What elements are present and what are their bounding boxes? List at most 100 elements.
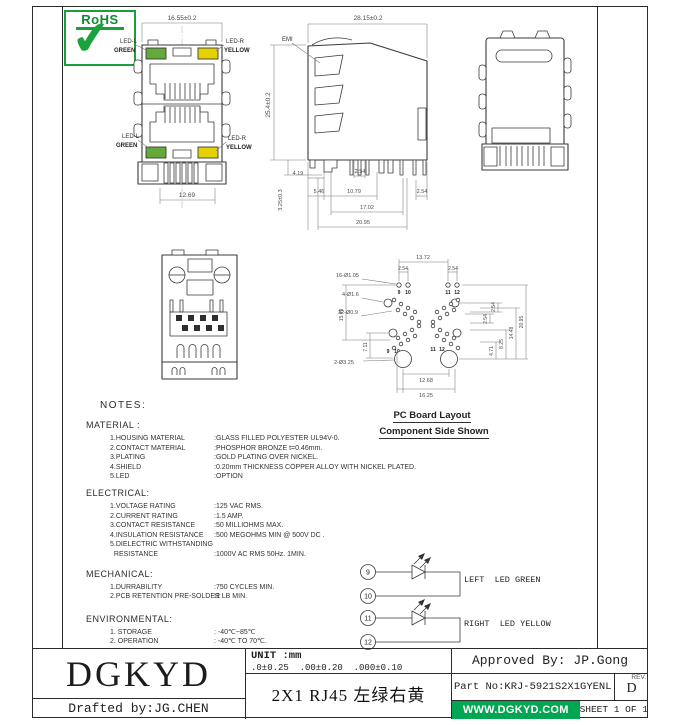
note-row: 4.INSULATION RESISTANCE:500 MEGOHMS MIN … [110, 531, 325, 539]
dim-4-71: 4.71 [489, 346, 495, 356]
dim-10-79: 10.79 [347, 189, 361, 195]
dim-2-54b: 2.54 [417, 189, 428, 195]
dim-2-54-right: 2.54 [448, 266, 458, 272]
label-led-r-bottom: LED-R [228, 136, 247, 142]
led-yellow-top [197, 47, 219, 60]
electrical-heading: ELECTRICAL: [86, 487, 150, 498]
note-row: 1.HOUSING MATERIAL:GLASS FILLED POLYESTE… [110, 435, 340, 442]
callout-2-holes: 2-Ø3.25 [334, 360, 354, 366]
label-green-top: GREEN [114, 48, 135, 54]
label-emi: EMI [282, 37, 293, 43]
dim-7-11: 7.11 [363, 342, 369, 352]
product-name: 2X1 RJ45 左绿右黄 [271, 686, 426, 705]
website: WWW.DGKYD.COM [452, 701, 580, 719]
legend-pin-12: 12 [364, 640, 372, 647]
note-row: 2.CONTACT MATERIAL:PHOSPHOR BRONZE t=0.4… [110, 444, 323, 452]
dim-pin-length: 3.25±0.3 [278, 189, 284, 210]
note-row: 2.CURRENT RATING:1.5 AMP. [110, 512, 244, 520]
note-row: 2. OPERATION: -40℃ TO 70℃. [110, 638, 267, 646]
drafted-by: Drafted by:JG.CHEN [32, 698, 245, 719]
label-yellow-bottom: YELLOW [226, 145, 252, 151]
label-yellow-top: YELLOW [224, 48, 250, 54]
dim-20-95-pcb: 20.95 [519, 316, 525, 329]
notes-heading: NOTES: [100, 400, 147, 411]
part-number: Part No:KRJ-5921S2X1GYENL [454, 681, 612, 693]
footer-row: WWW.DGKYD.COM SHEET 1 OF 1 [452, 701, 648, 719]
dim-4-19: 4.19 [293, 171, 304, 177]
note-row: RESISTANCE:1000V AC RMS 50Hz. 1MIN. [110, 550, 306, 558]
legend-pin-11: 11 [364, 616, 371, 623]
spec-cell: UNIT :mm .0±0.25 .00±0.20 .000±0.10 2X1 … [246, 649, 452, 719]
rohs-logo: RoHS ✔ [64, 10, 136, 66]
contact-slots-top [164, 83, 201, 99]
dim-side-depth: 28.15±0.2 [354, 15, 383, 22]
note-row: 1.VOLTAGE RATING:125 VAC RMS. [110, 502, 263, 510]
unit-cell: UNIT :mm .0±0.25 .00±0.20 .000±0.10 [246, 649, 451, 674]
title-block: DGKYD Drafted by:JG.CHEN UNIT :mm .0±0.2… [32, 648, 648, 719]
contact-slots-bottom [164, 107, 201, 123]
callout-16-holes: 16-Ø1.05 [336, 273, 359, 279]
diode-symbol-yellow [411, 610, 426, 626]
rear-view-drawing [478, 30, 572, 171]
revision-cell: REV. D [614, 674, 648, 701]
dim-16-25: 16.25 [419, 393, 433, 399]
dim-12-68: 12.68 [419, 378, 433, 384]
dim-front-width: 16.55±0.2 [168, 15, 197, 22]
dim-2-54-r2: 2.54 [483, 314, 489, 324]
spring-contacts [176, 344, 221, 358]
label-led-l-top: LED-L [120, 39, 138, 45]
pin-10: 10 [405, 290, 411, 296]
approval-cell: Approved By: JP.Gong Part No:KRJ-5921S2X… [452, 649, 648, 719]
notes-section: NOTES: MATERIAL : 1.HOUSING MATERIAL:GLA… [86, 400, 417, 647]
front-view-drawing: 16.55±0.2 [114, 15, 252, 208]
note-row: 3.CONTACT RESISTANCE:50 MILLIOHMS MAX. [110, 522, 284, 530]
diode-symbol-green [411, 564, 426, 580]
side-view-drawing: 28.15±0.2 EMI 25.4±0.2 3.25± [265, 15, 428, 230]
pin-12b: 12 [439, 347, 445, 353]
mount-hole-left [394, 350, 412, 368]
unit-label: UNIT :mm [251, 650, 302, 662]
label-led-r-top: LED-R [226, 39, 245, 45]
dim-17-02: 17.02 [360, 205, 374, 211]
note-row: 4.SHIELD:0.20mm THICKNESS COPPER ALLOY W… [110, 463, 417, 471]
environmental-heading: ENVIRONMENTAL: [86, 613, 173, 624]
bottom-view-drawing [161, 249, 238, 380]
dim-2-54-left: 2.54 [398, 266, 408, 272]
dim-8-25: 8.25 [499, 339, 505, 349]
dim-front-pins: 12.69 [179, 192, 196, 199]
signal-holes [391, 297, 461, 351]
pcb-layout-drawing: 13.72 2.54 2.54 9 10 11 12 16-Ø1.05 4-Ø1… [334, 255, 528, 399]
callout-32-holes: 32-Ø0.9 [338, 310, 358, 316]
approved-by: Approved By: JP.Gong [452, 649, 648, 674]
dim-13-72: 13.72 [416, 255, 430, 261]
note-row: 1. STORAGE: -40℃~85℃ [110, 628, 256, 636]
rev-label: REV. [631, 674, 646, 681]
rev-value: D [626, 681, 637, 696]
dim-5-46: 5.46 [314, 189, 325, 195]
pin-11b: 11 [430, 347, 436, 353]
dim-15-49: 15.49 [339, 309, 345, 322]
sheet-number: SHEET 1 OF 1 [579, 704, 648, 715]
dim-14-48: 14.48 [509, 327, 515, 340]
legend-label-yellow: RIGHT LED YELLOW [464, 619, 552, 629]
rohs-subtext-bar [75, 27, 125, 30]
frame-inner-line-left [62, 6, 63, 648]
material-heading: MATERIAL : [86, 420, 141, 430]
label-led-l-bottom: LED-L [122, 134, 140, 140]
shield-tabs [171, 367, 226, 375]
pin-11: 11 [445, 290, 451, 296]
note-row: 3.PLATING:GOLD PLATING OVER NICKEL. [110, 454, 319, 462]
dim-2-54-r1: 2.54 [491, 302, 497, 312]
dim-2-54a: 2.54 [355, 169, 366, 175]
led-legend: 9 10 LEFT LED GREEN 11 12 RIGHT LED YELL… [360, 553, 552, 650]
part-number-row: Part No:KRJ-5921S2X1GYENL REV. D [452, 674, 648, 701]
dim-side-height: 25.4±0.2 [265, 92, 272, 118]
legend-pin-10: 10 [364, 594, 372, 601]
note-row: 5.DIELECTRIC WITHSTANDING [110, 541, 213, 549]
frame-inner-line-right [597, 6, 598, 648]
sheet-frame [32, 6, 648, 718]
pin-10b: 10 [394, 349, 400, 355]
pcb-layout-title: PC Board Layout [393, 410, 471, 423]
dim-20-95: 20.95 [356, 220, 370, 226]
